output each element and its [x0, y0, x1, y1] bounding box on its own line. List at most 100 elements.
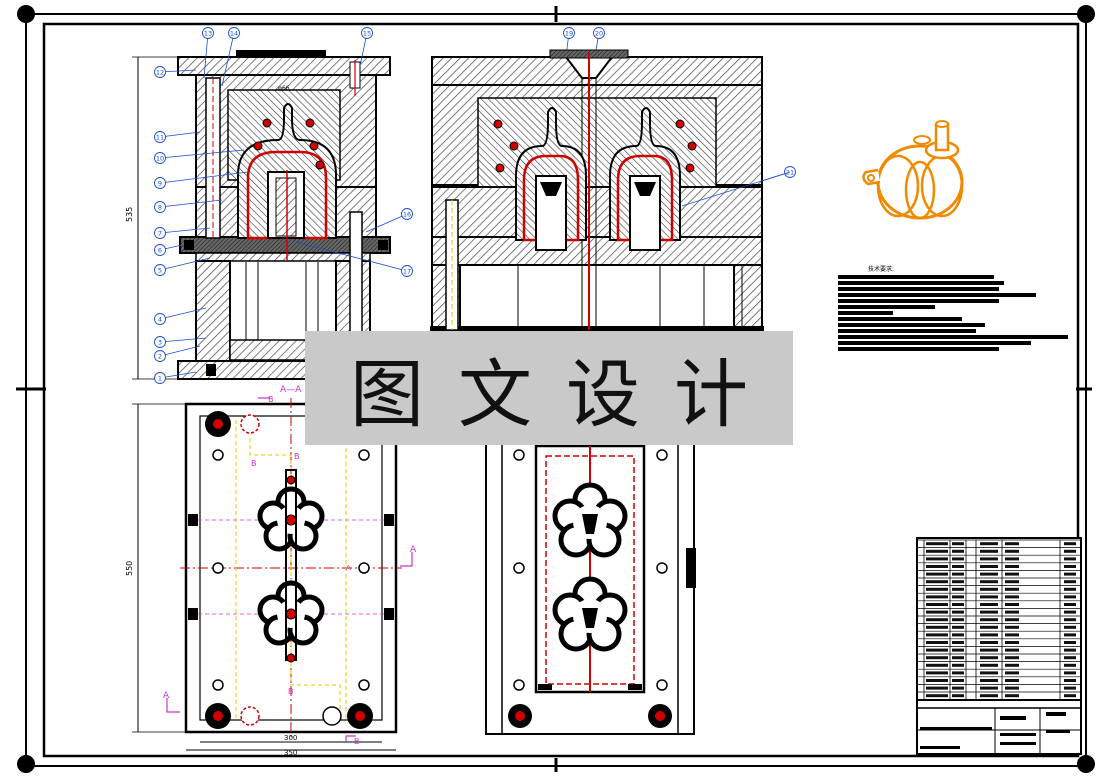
bom-cell-text: [1005, 618, 1019, 622]
section-mark-a2: A: [163, 691, 170, 701]
side-section-view: 535 φ66: [125, 50, 391, 380]
bom-cell-text: [926, 656, 948, 660]
bom-cell-text: [1064, 648, 1076, 652]
bom-cell-text: [952, 686, 964, 690]
bom-cell-text: [980, 618, 998, 622]
section-mark-a3: A: [346, 564, 351, 572]
bom-cell-text: [926, 572, 948, 576]
part-balloon: [401, 208, 413, 220]
leader-line: [221, 32, 235, 87]
bom-cell-text: [1064, 633, 1076, 637]
bom-cell-text: [980, 565, 998, 568]
bom-cell-text: [980, 549, 998, 553]
part-balloon: [154, 66, 166, 78]
bom-cell-text: [926, 595, 948, 599]
bom-cell-text: [1064, 671, 1076, 675]
leader-line: [159, 257, 211, 271]
bom-cell-text: [952, 542, 964, 546]
bom-cell-text: [1005, 633, 1019, 637]
bom-cell-text: [1005, 549, 1019, 553]
part-balloon: [401, 265, 413, 277]
bom-cell-text: [1064, 565, 1076, 568]
part-number-label: 20: [595, 30, 603, 38]
section-mark-b4: B: [288, 687, 294, 696]
part-number-label: 14: [230, 30, 238, 38]
technical-note-line: [838, 305, 935, 309]
bom-cell-text: [1005, 587, 1019, 591]
part-number-label: 1: [158, 375, 162, 383]
part-number-label: 6: [158, 247, 162, 255]
bom-cell-text: [952, 549, 964, 553]
watermark-overlay: 图文设计: [305, 331, 793, 445]
bom-cell-text: [1005, 542, 1019, 546]
section-label: A—A: [280, 385, 302, 395]
bom-cell-text: [980, 656, 998, 660]
technical-note-line: [838, 299, 999, 303]
bom-cell-text: [1064, 587, 1076, 591]
bom-cell-text: [952, 641, 964, 644]
bom-cell-text: [1064, 557, 1076, 561]
part-balloon: [154, 372, 166, 384]
leader-line: [203, 32, 209, 79]
bom-cell-text: [1064, 580, 1076, 584]
front-section-view: [430, 49, 791, 332]
bom-cell-text: [1005, 572, 1019, 576]
bom-cell-text: [926, 580, 948, 584]
part-number-label: 15: [363, 30, 371, 38]
bom-cell-text: [926, 603, 948, 606]
bom-cell-text: [926, 542, 948, 546]
bom-cell-text: [980, 633, 998, 637]
part-balloon: [154, 201, 166, 213]
bom-cell-text: [1064, 656, 1076, 660]
technical-notes-lines: [838, 275, 1068, 351]
leader-line: [159, 337, 207, 343]
bom-cell-text: [952, 587, 964, 591]
part-balloon: [228, 27, 240, 39]
leader-line: [159, 131, 201, 138]
bom-cell-text: [980, 663, 998, 667]
part-number-label: 21: [786, 169, 794, 177]
bom-cell-text: [980, 641, 998, 644]
bom-cell-text: [952, 625, 964, 629]
watermark-text: 图文设计: [350, 351, 782, 438]
part-number-label: 5: [158, 267, 162, 275]
bom-cell-text: [926, 625, 948, 629]
part-balloon: [361, 27, 373, 39]
bom-cell-text: [1064, 549, 1076, 553]
bom-cell-text: [1005, 694, 1019, 698]
part-balloon: [154, 244, 166, 256]
part-number-label: 13: [204, 30, 212, 38]
leader-line: [159, 171, 249, 184]
part-balloon: [563, 27, 575, 39]
bom-cell-text: [1005, 610, 1019, 614]
bom-cell-text: [980, 625, 998, 629]
bom-cell-text: [1005, 557, 1019, 561]
bom-cell-text: [926, 610, 948, 614]
technical-note-line: [838, 317, 963, 321]
part-number-label: 10: [156, 155, 164, 163]
part-balloon: [593, 27, 605, 39]
bom-cell-text: [1005, 641, 1019, 644]
bom-cell-text: [980, 557, 998, 561]
part-balloon: [154, 313, 166, 325]
part-balloon: [154, 152, 166, 164]
bom-cell-text: [926, 549, 948, 553]
technical-notes: 技术要求:: [838, 264, 1068, 351]
technical-note-line: [838, 341, 1032, 345]
section-mark-b2: B: [251, 459, 257, 468]
bom-cell-text: [1064, 686, 1076, 690]
bom-cell-text: [980, 686, 998, 690]
part-number-label: 12: [156, 69, 164, 77]
part-number-label: 7: [158, 230, 162, 238]
bom-cell-text: [980, 694, 998, 698]
leader-line: [159, 199, 223, 208]
part-balloon: [154, 336, 166, 348]
bom-cell-text: [1064, 625, 1076, 629]
section-mark-b3: B: [294, 452, 300, 461]
dimension-width-outer: 350: [284, 749, 297, 757]
leader-line: [365, 213, 408, 233]
technical-note-line: [838, 287, 999, 291]
bom-cell-text: [952, 648, 964, 652]
leader-line: [159, 345, 201, 357]
part-number-label: 4: [158, 316, 162, 324]
